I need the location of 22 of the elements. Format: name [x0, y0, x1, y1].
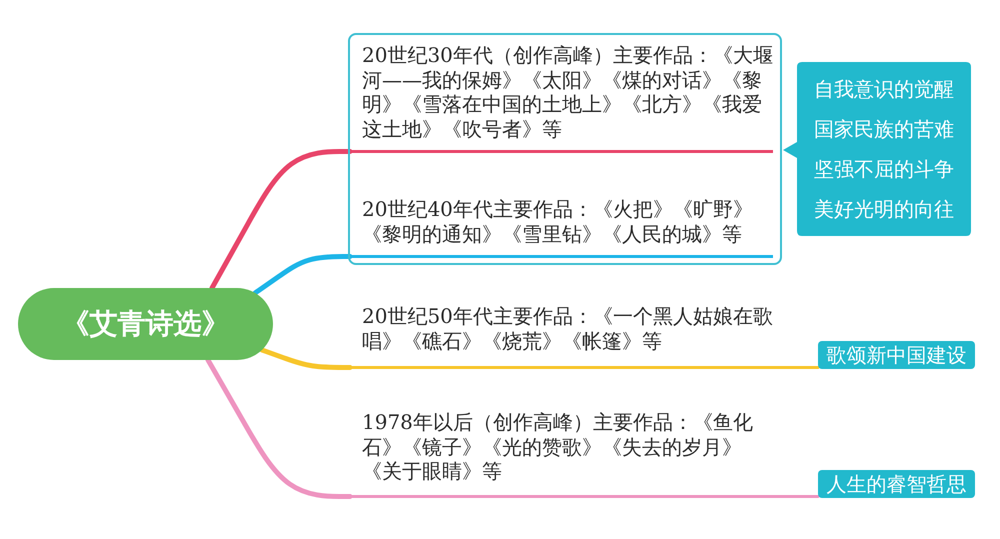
group-boundary — [348, 33, 782, 265]
connector-line — [774, 366, 820, 369]
branch-text: 1978年以后（创作高峰）主要作品：《鱼化石》《镜子》《光的赞歌》《失去的岁月》《关于眼睛》等 — [362, 410, 754, 484]
theme-text: 自我意识的觉醒 — [814, 76, 954, 103]
central-topic-pill — [18, 288, 273, 360]
summary-tag — [818, 470, 975, 498]
branch-curve — [260, 348, 352, 370]
theme-text: 美好光明的向往 — [814, 196, 954, 223]
branch-curve — [252, 254, 352, 296]
summary-tag — [818, 341, 975, 369]
central-topic-text: 《艾青诗选》 — [62, 306, 230, 342]
summary-text: 人生的睿智哲思 — [826, 471, 966, 497]
connector-line — [774, 495, 820, 498]
theme-text: 国家民族的苦难 — [814, 116, 954, 143]
branch-text: 20世纪30年代（创作高峰）主要作品：《大堰河——我的保姆》《太阳》《煤的对话》《黎明》《雪落在中国的土地上》《北方》《我爱这土地》《吹号者》等 — [362, 43, 773, 141]
theme-text: 坚强不屈的斗争 — [814, 156, 954, 183]
branch-text: 20世纪50年代主要作品：《一个黑人姑娘在歌唱》《礁石》《烧荒》《帐篷》等 — [362, 304, 774, 353]
summary-text: 歌颂新中国建设 — [826, 342, 966, 368]
branch-curve — [210, 149, 352, 290]
branch-curve — [206, 358, 352, 499]
branch-text: 20世纪40年代主要作品：《火把》《旷野》《黎明的通知》《雪里钻》《人民的城》等 — [362, 197, 754, 246]
callout-bubble — [783, 62, 971, 236]
